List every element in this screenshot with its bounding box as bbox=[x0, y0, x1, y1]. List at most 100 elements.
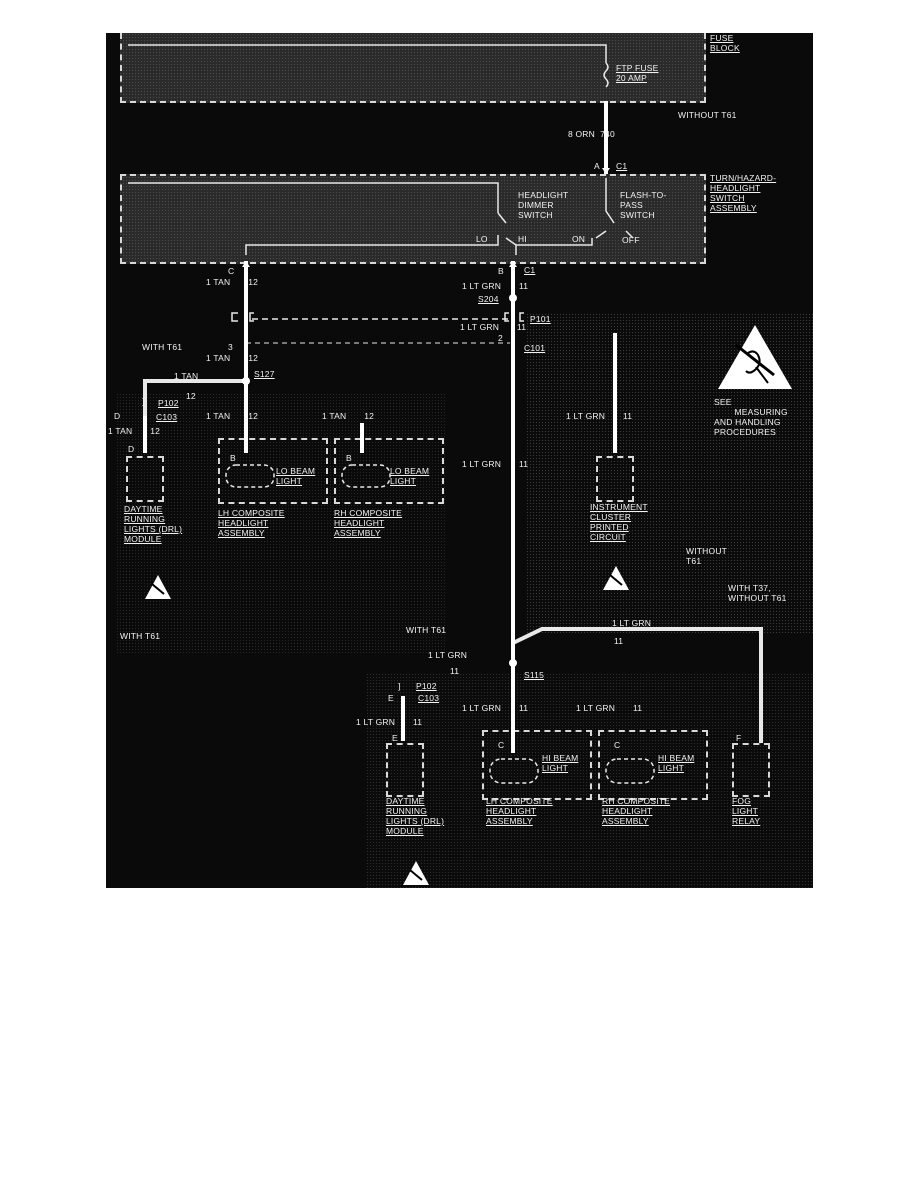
lh-hi-assembly: LH COMPOSITE HEADLIGHT ASSEMBLY bbox=[486, 796, 553, 826]
connector-a: A bbox=[594, 161, 600, 171]
lh-lo-assembly: LH COMPOSITE HEADLIGHT ASSEMBLY bbox=[218, 508, 285, 538]
drl-bottom-wire-label: 1 LT GRN bbox=[428, 650, 468, 660]
esd-warning-icon-cluster bbox=[603, 566, 629, 590]
on-contact bbox=[595, 230, 607, 239]
drl-bottom-ltgrn-label: 1 LT GRN 11 bbox=[356, 717, 423, 727]
s127-label: S127 bbox=[254, 369, 275, 379]
dimmer-blade bbox=[497, 212, 507, 224]
a-pin bbox=[602, 168, 610, 174]
fog-wire bbox=[512, 627, 763, 743]
lh-lo-lamp bbox=[225, 464, 275, 488]
off-contact-label: OFF bbox=[622, 235, 640, 245]
drl-top-wire-label: 1 TAN bbox=[174, 371, 199, 381]
switch-assembly-title: TURN/HAZARD- HEADLIGHT SWITCH ASSEMBLY bbox=[710, 173, 777, 213]
drl-bottom-pin: E bbox=[392, 733, 398, 743]
esd-warning-icon-drl-top bbox=[145, 575, 171, 599]
s204-splice bbox=[509, 294, 517, 302]
s115-label: S115 bbox=[524, 670, 545, 680]
lo-contact-label: LO bbox=[476, 234, 488, 244]
pin-2-label: 2 bbox=[498, 333, 503, 343]
lh-hi-light: HI BEAM LIGHT bbox=[542, 753, 579, 773]
with-t61-left: WITH T61 bbox=[142, 342, 183, 352]
hi-bus bbox=[505, 237, 593, 246]
cluster-box bbox=[596, 456, 634, 502]
flash-to-pass-label: FLASH-TO- PASS SWITCH bbox=[620, 190, 667, 220]
lh-lo-pin: B bbox=[230, 453, 236, 463]
c103-label-top: C103 bbox=[156, 412, 178, 422]
pin-d-label: D bbox=[114, 411, 121, 421]
rh-lo-pin: B bbox=[346, 453, 352, 463]
cluster-note: WITHOUT T61 bbox=[686, 546, 728, 566]
fuse-symbol bbox=[603, 62, 609, 88]
fog-relay-label: FOG LIGHT RELAY bbox=[732, 796, 761, 826]
rh-hi-lamp bbox=[605, 758, 655, 784]
lh-hi-lamp bbox=[489, 758, 539, 784]
p102-bracket-bottom: ] bbox=[398, 681, 401, 691]
rh-lo-lamp bbox=[341, 464, 391, 488]
with-t37-note: WITH T37, WITHOUT T61 bbox=[728, 583, 787, 603]
rh-lo-light: LO BEAM LIGHT bbox=[390, 466, 430, 486]
s127-splice bbox=[242, 377, 250, 385]
center-wire-mid-label: 1 LT GRN 11 bbox=[460, 322, 527, 332]
lh-lo-beam-box bbox=[218, 438, 328, 504]
center-wire-long-label: 1 LT GRN 11 bbox=[462, 459, 529, 469]
left-tan-mid-label: 1 TAN 12 bbox=[206, 353, 259, 363]
left-tan-wire-label: 1 TAN 12 bbox=[206, 277, 259, 287]
off-contact bbox=[625, 230, 634, 239]
c-pin bbox=[242, 261, 250, 267]
p102-bracket-left: ] bbox=[142, 396, 145, 406]
rh-lo-beam-box bbox=[334, 438, 444, 504]
p102-label-top: P102 bbox=[158, 398, 179, 408]
esd-warning-icon-large bbox=[718, 325, 792, 389]
p101-left-bracket bbox=[231, 312, 238, 322]
switch-feed-line bbox=[128, 182, 499, 213]
p101-left-bracket-2 bbox=[249, 312, 254, 322]
cluster-wire-label: 1 LT GRN 11 bbox=[566, 411, 633, 421]
pin-d2-label: D bbox=[128, 444, 135, 454]
with-t61-lower: WITH T61 bbox=[406, 625, 447, 635]
fuse-feed-line bbox=[128, 44, 607, 63]
pin-c-label: C bbox=[228, 266, 235, 276]
dimmer-switch-label: HEADLIGHT DIMMER SWITCH bbox=[518, 190, 569, 220]
pin-3-label: 3 bbox=[228, 342, 233, 352]
drl-module-top-box bbox=[126, 456, 164, 502]
switch-assembly-box bbox=[120, 174, 706, 264]
on-contact-label: ON bbox=[572, 234, 586, 244]
fuse-block-title: FUSE BLOCK bbox=[710, 33, 740, 53]
ftp-fuse-label: FTP FUSE 20 AMP bbox=[616, 63, 659, 83]
drl-top-wire-num: 12 bbox=[186, 391, 196, 401]
pin-b-label: B bbox=[498, 266, 504, 276]
rh-hi-assembly: RH COMPOSITE HEADLIGHT ASSEMBLY bbox=[602, 796, 671, 826]
esd-warning-icon-drl-bottom bbox=[403, 861, 429, 885]
warning-text: SEE MEASURING AND HANDLING PROCEDURES bbox=[714, 397, 788, 437]
c101-label: C101 bbox=[524, 343, 546, 353]
rh-tan-label: 1 TAN 12 bbox=[322, 411, 375, 421]
c1-center-label: C1 bbox=[524, 265, 536, 275]
drl-top-tan-label: 1 TAN 12 bbox=[108, 426, 161, 436]
cluster-label: INSTRUMENT CLUSTER PRINTED CIRCUIT bbox=[590, 502, 648, 542]
rh-lo-assembly: RH COMPOSITE HEADLIGHT ASSEMBLY bbox=[334, 508, 403, 538]
connector-c1-top: C1 bbox=[616, 161, 628, 171]
p101-center-bracket-2 bbox=[519, 312, 524, 322]
shade-bottom bbox=[366, 673, 813, 888]
rh-hi-light: HI BEAM LIGHT bbox=[658, 753, 695, 773]
s204-label: S204 bbox=[478, 294, 499, 304]
fog-relay-box bbox=[732, 743, 770, 797]
p102-label-bottom: P102 bbox=[416, 681, 437, 691]
lh-lo-light: LO BEAM LIGHT bbox=[276, 466, 316, 486]
rh-hi-wire-label: 1 LT GRN 11 bbox=[576, 703, 643, 713]
lh-tan-label: 1 TAN 12 bbox=[206, 411, 259, 421]
fog-wire-label: 1 LT GRN bbox=[612, 618, 652, 628]
hi-contact-label: HI bbox=[518, 234, 527, 244]
lh-hi-pin: C bbox=[498, 740, 505, 750]
without-t61-note: WITHOUT T61 bbox=[678, 110, 737, 120]
wiring-diagram: FUSE BLOCK FTP FUSE 20 AMP WITHOUT T61 8… bbox=[106, 33, 813, 888]
lo-bus bbox=[245, 235, 499, 255]
drl-bottom-label: DAYTIME RUNNING LIGHTS (DRL) MODULE bbox=[386, 796, 445, 836]
fog-wire-num: 11 bbox=[614, 636, 624, 646]
rh-hi-beam-box bbox=[598, 730, 708, 800]
p101-center-bracket bbox=[504, 312, 509, 322]
wiring-lines bbox=[128, 44, 763, 784]
drl-top-label: DAYTIME RUNNING LIGHTS (DRL) MODULE bbox=[124, 504, 183, 544]
p101-label: P101 bbox=[530, 314, 551, 324]
